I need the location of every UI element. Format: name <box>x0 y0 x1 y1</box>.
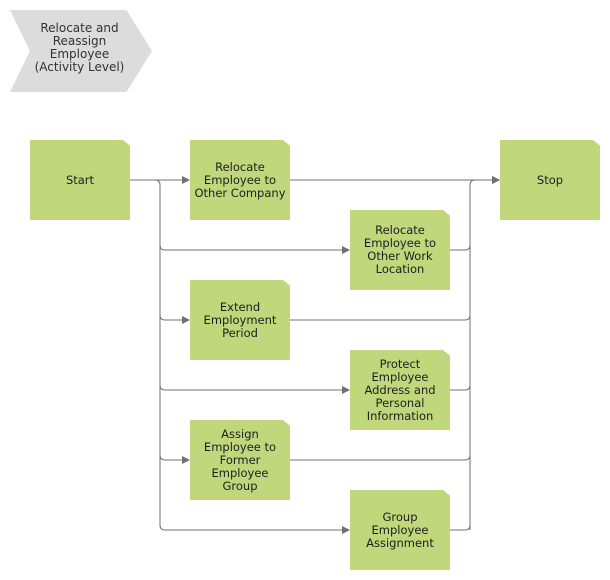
activity-group-assignment[interactable]: Group Employee Assignment <box>350 490 450 570</box>
connector-extend-employment-to-merge <box>290 314 471 321</box>
connector-start-to-trunk <box>130 179 350 534</box>
activity-protect-address[interactable]: Protect Employee Address and Personal In… <box>350 350 450 430</box>
connector-protect-address-to-merge <box>450 384 471 391</box>
activity-label: Protect Employee Address and Personal In… <box>364 356 436 423</box>
connector-to-relocate-other-location <box>159 244 350 254</box>
title-line-4: (Activity Level) <box>34 60 125 74</box>
connector-to-protect-address <box>159 384 350 394</box>
activity-label: Group Employee Assignment <box>366 509 434 550</box>
connector-group-assignment-to-merge <box>450 524 471 531</box>
activity-label: Assign Employee to Former Employee Group <box>203 426 277 493</box>
title-line-2: Reassign <box>52 34 107 48</box>
stop-node-label: Stop <box>536 172 564 187</box>
activity-label: Extend Employment Period <box>203 299 277 340</box>
start-node[interactable]: Start <box>30 140 130 220</box>
title-line-1: Relocate and <box>40 21 119 35</box>
activity-relocate-other-location[interactable]: Relocate Employee to Other Work Location <box>350 210 450 290</box>
connector-to-extend-employment <box>159 314 190 324</box>
activity-label: Relocate Employee to Other Work Location <box>363 223 437 276</box>
connector-assign-former-group-to-merge <box>290 454 471 461</box>
stop-node[interactable]: Stop <box>500 140 600 220</box>
activity-relocate-other-company[interactable]: Relocate Employee to Other Company <box>190 140 290 220</box>
diagram-title: Relocate and Reassign Employee (Activity… <box>32 22 127 74</box>
diagram-title-chevron: Relocate and Reassign Employee (Activity… <box>10 10 152 92</box>
activity-assign-former-group[interactable]: Assign Employee to Former Employee Group <box>190 420 290 500</box>
activity-extend-employment[interactable]: Extend Employment Period <box>190 280 290 360</box>
start-node-label: Start <box>65 172 95 187</box>
connector-to-assign-former-group <box>159 454 190 464</box>
connector-relocate-other-location-to-merge <box>450 244 471 251</box>
connector-merge-trunk <box>469 176 500 530</box>
activity-label: Relocate Employee to Other Company <box>194 159 286 200</box>
title-line-3: Employee <box>49 47 110 61</box>
